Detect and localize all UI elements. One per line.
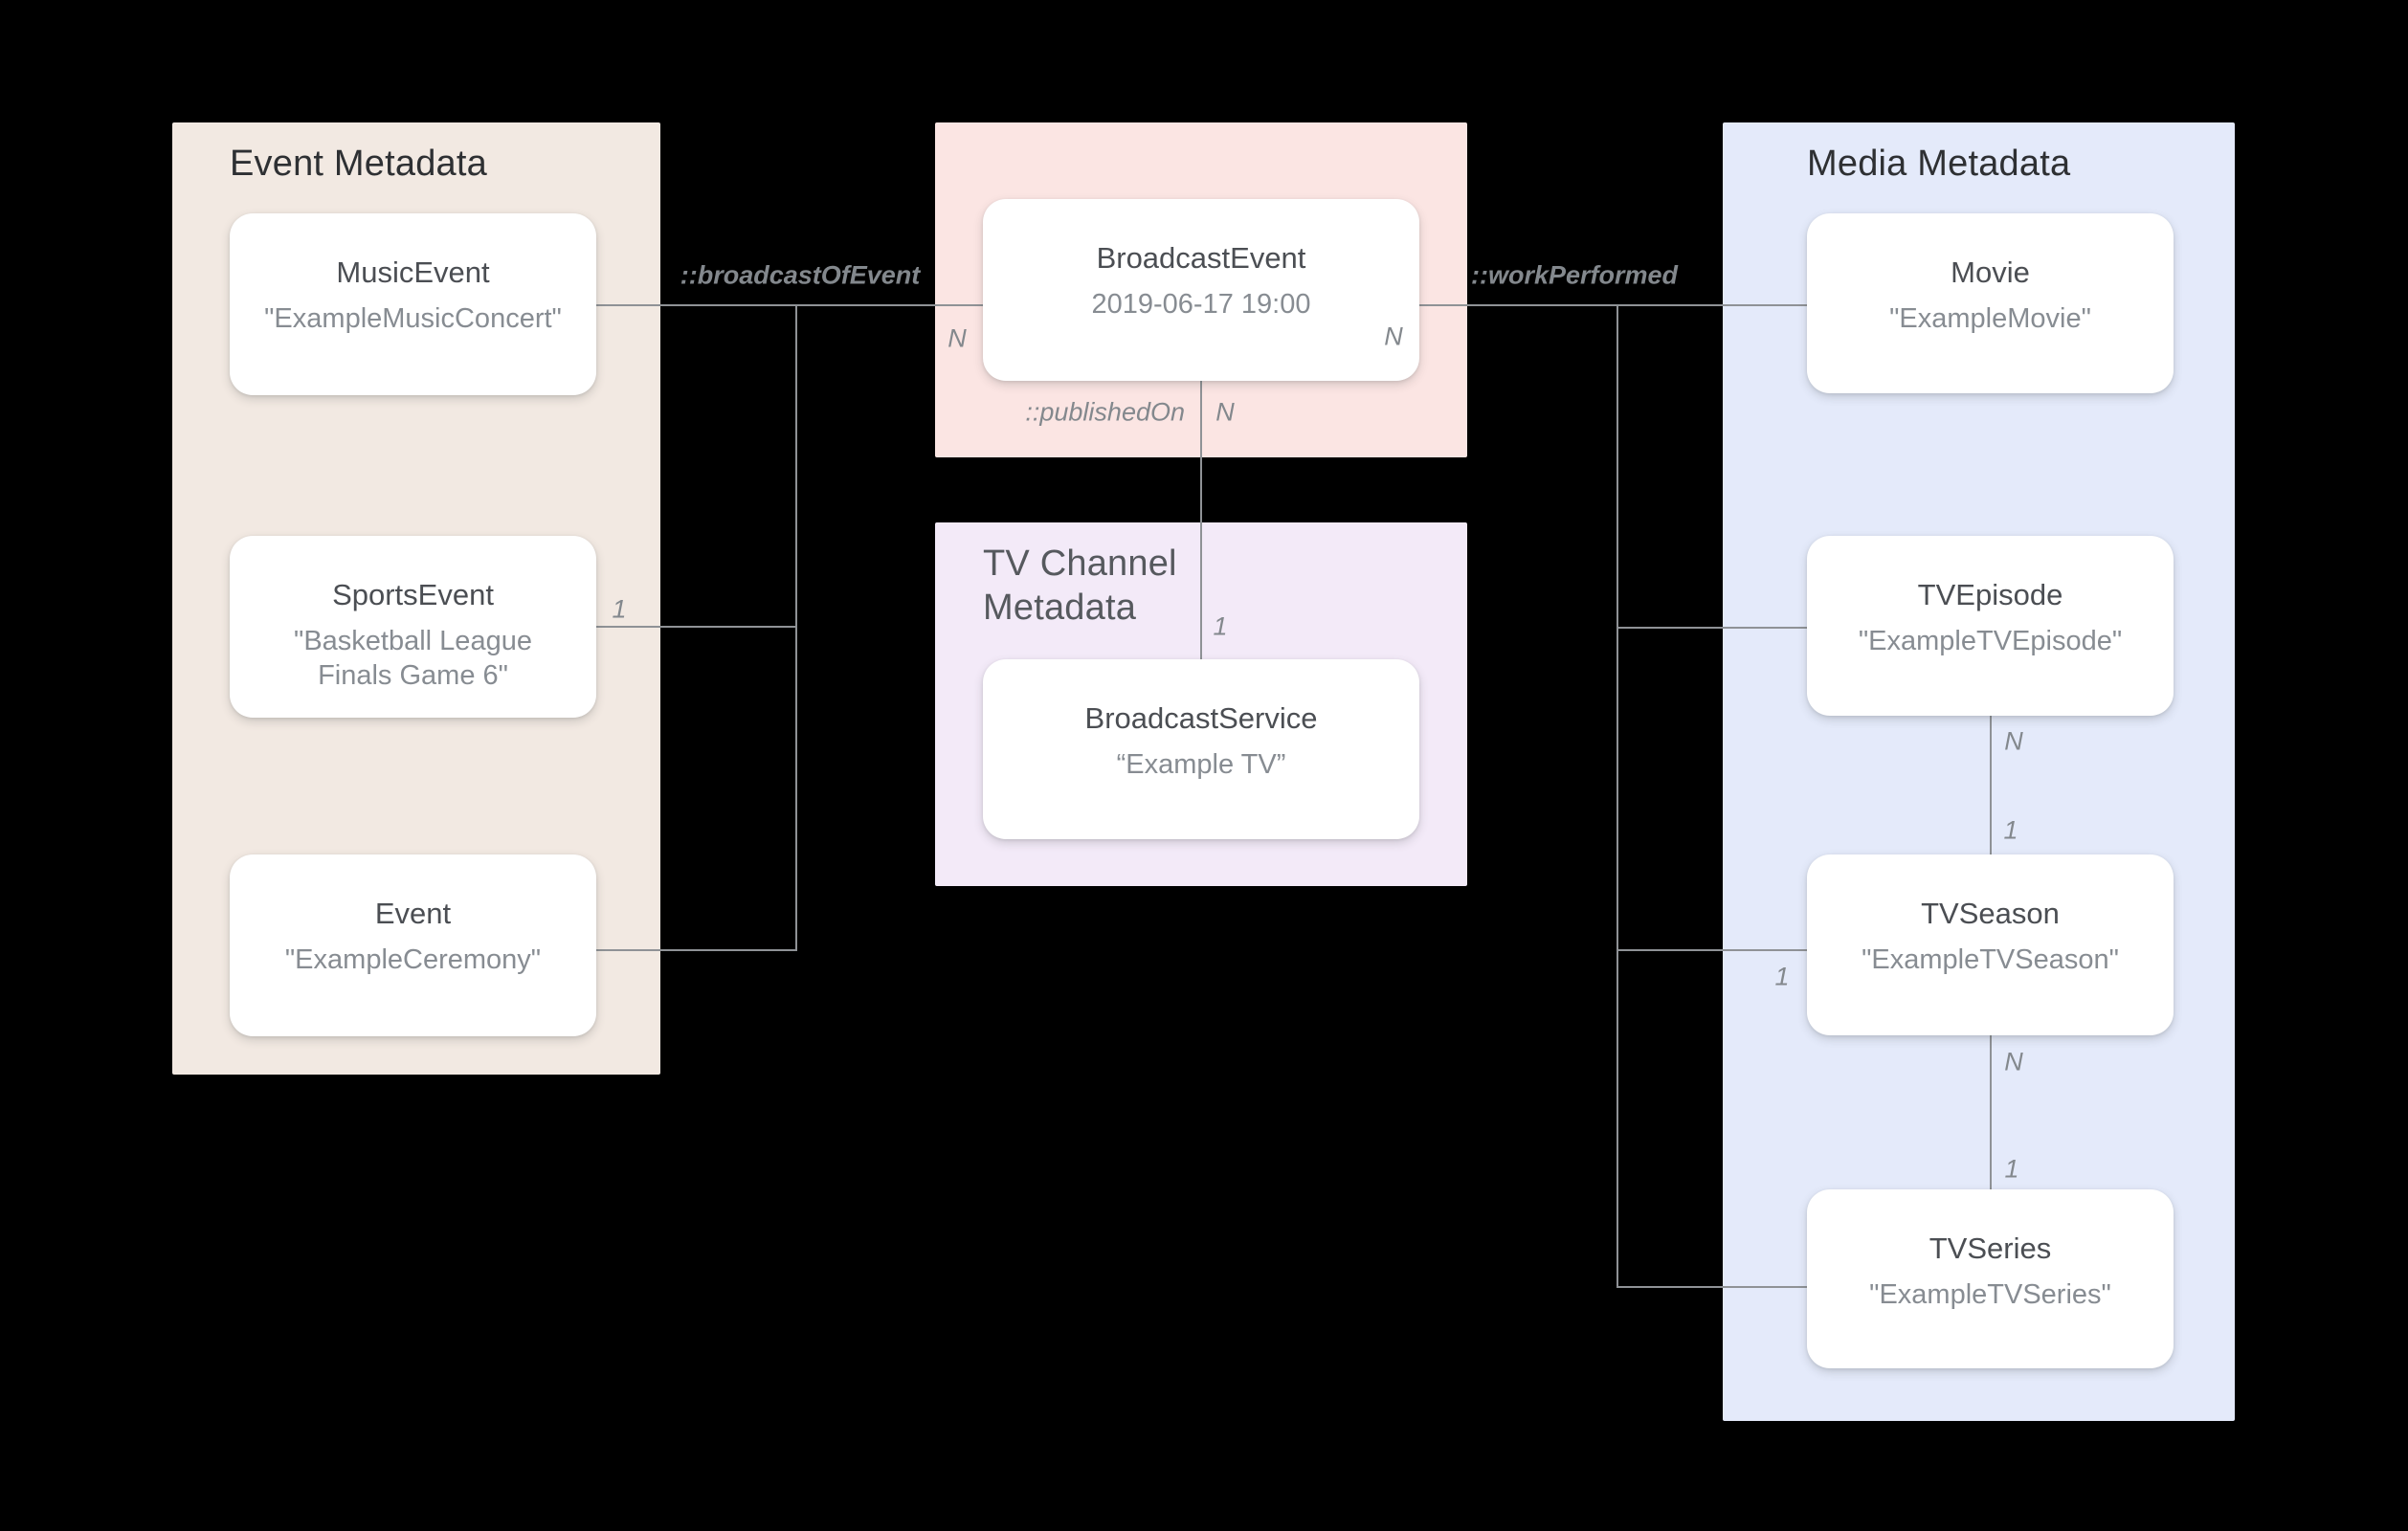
- connector-tvseries-branch: [1616, 1286, 1807, 1288]
- node-subtitle: "ExampleTVEpisode": [1858, 626, 2123, 656]
- node-subtitle: "ExampleTVSeries": [1869, 1279, 2111, 1310]
- cardinality-one-above-tvseason: 1: [2003, 815, 2018, 845]
- tv-channel-metadata-heading: TV Channel Metadata: [983, 544, 1177, 628]
- media-metadata-heading: Media Metadata: [1807, 144, 2071, 184]
- cardinality-one-sportsevent: 1: [612, 594, 627, 624]
- cardinality-many-broadcastevent-left: N: [948, 323, 967, 353]
- node-title: TVSeries: [1929, 1231, 2052, 1265]
- connector-music-to-broadcastevent: [596, 304, 983, 306]
- node-music-event: MusicEvent "ExampleMusicConcert": [230, 213, 596, 395]
- connector-episode-to-season: [1990, 716, 1992, 854]
- cardinality-one-above-tvseries: 1: [2004, 1154, 2019, 1184]
- connector-tvepisode-branch: [1616, 627, 1807, 629]
- connector-season-to-series: [1990, 1035, 1992, 1189]
- cardinality-many-publishedon: N: [1215, 397, 1235, 427]
- node-subtitle: "ExampleTVSeason": [1862, 944, 2119, 975]
- node-title: TVEpisode: [1917, 578, 2063, 611]
- label-work-performed: ::workPerformed: [1470, 260, 1679, 290]
- cardinality-many-below-tvseason: N: [2004, 1047, 2023, 1076]
- node-subtitle: "ExampleMusicConcert": [264, 303, 562, 334]
- node-subtitle: 2019-06-17 19:00: [1091, 289, 1311, 320]
- cardinality-many-below-tvepisode: N: [2004, 726, 2023, 756]
- label-published-on: ::publishedOn: [1025, 397, 1185, 427]
- cardinality-one-tvseason-branch: 1: [1774, 962, 1790, 991]
- connector-sportsevent-branch: [596, 626, 795, 628]
- node-broadcast-event: BroadcastEvent 2019-06-17 19:00: [983, 199, 1419, 381]
- node-event: Event "ExampleCeremony": [230, 854, 596, 1036]
- connector-publishedon: [1200, 381, 1202, 659]
- node-title: BroadcastEvent: [1096, 241, 1306, 275]
- cardinality-many-broadcastevent-right: N: [1384, 322, 1403, 351]
- node-title: Event: [374, 897, 452, 930]
- connector-event-branch: [595, 949, 795, 951]
- node-tv-series: TVSeries "ExampleTVSeries": [1807, 1189, 2174, 1368]
- label-broadcast-of-event: ::broadcastOfEvent: [680, 260, 921, 290]
- connector-broadcastevent-to-movie: [1419, 304, 1807, 306]
- node-title: TVSeason: [1921, 897, 2060, 930]
- node-subtitle: “Example TV”: [1116, 749, 1286, 780]
- node-sports-event: SportsEvent "Basketball League Finals Ga…: [230, 536, 596, 718]
- node-subtitle: "ExampleCeremony": [284, 944, 542, 975]
- node-movie: Movie "ExampleMovie": [1807, 213, 2174, 393]
- node-tv-season: TVSeason "ExampleTVSeason": [1807, 854, 2174, 1035]
- node-subtitle: "ExampleMovie": [1889, 303, 2091, 334]
- node-broadcast-service: BroadcastService “Example TV”: [983, 659, 1419, 839]
- node-title: SportsEvent: [332, 578, 494, 611]
- node-tv-episode: TVEpisode "ExampleTVEpisode": [1807, 536, 2174, 716]
- cardinality-one-broadcastservice: 1: [1213, 611, 1228, 641]
- connector-event-trunk: [795, 304, 797, 951]
- node-title: MusicEvent: [336, 255, 490, 289]
- node-subtitle: "Basketball League Finals Game 6": [294, 626, 532, 691]
- event-metadata-heading: Event Metadata: [230, 144, 487, 184]
- connector-tvseason-branch: [1616, 949, 1807, 951]
- node-title: Movie: [1951, 255, 2030, 289]
- connector-work-trunk: [1616, 304, 1618, 1288]
- node-title: BroadcastService: [1084, 701, 1318, 735]
